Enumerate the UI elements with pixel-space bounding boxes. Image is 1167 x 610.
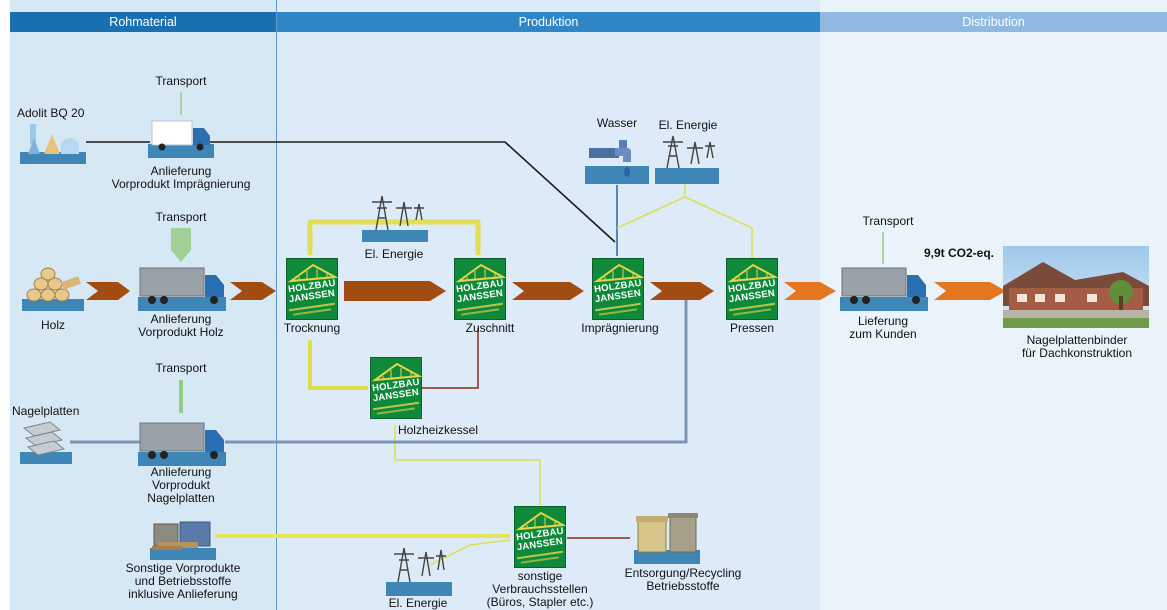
transport-dist-label: Transport [862,214,914,228]
wood-logs-icon [22,267,84,311]
verbrauch-label-1: sonstige [517,569,563,583]
transport-holz-label: Transport [155,210,207,224]
nagelplatten-line [70,292,688,444]
transport-top-label: Transport [155,74,207,88]
anlieferung-nagel-label-1: Anlieferung [150,465,212,479]
power-pylon-bottom-icon [386,547,452,596]
flow-arrow-pressen [784,282,836,300]
sonstige-label-3: inklusive Anlieferung [128,587,238,601]
flow-arrow-lieferung [934,282,1006,300]
transport-funnel-holz [171,228,191,262]
anlieferung-holz-label-2: Vorprodukt Holz [138,325,224,339]
lieferung-label-2: zum Kunden [849,327,917,341]
anlieferung-impr-label-2: Vorprodukt Imprägnierung [111,177,251,191]
energie-right-label: El. Energie [658,118,718,132]
nagelplatten-label: Nagelplatten [12,404,80,418]
anlieferung-impr-label-1: Anlieferung [150,164,212,178]
adolit-label: Adolit BQ 20 [17,106,85,120]
impraegnierung-label: Imprägnierung [581,321,659,335]
water-tap-icon [585,140,649,184]
power-pylon-icon [362,195,428,242]
anlieferung-nagel-label-3: Nagelplatten [147,491,215,505]
lieferung-label-1: Lieferung [857,314,909,328]
produktion-header: Produktion [277,12,820,32]
energie-top-label: El. Energie [364,247,424,261]
flow-arrow-zuschnitt [512,282,584,300]
rohmaterial-header: Rohmaterial [10,12,276,32]
truck-holz-icon [138,267,226,311]
verbrauch-label-2: Verbrauchsstellen [492,582,588,596]
flow-arrow-trocknung [344,281,446,301]
anlieferung-nagel-label-2: Vorprodukt [151,478,211,492]
impregnation-supply-line [86,141,616,243]
power-pylon-right-icon [655,135,719,184]
wasser-label: Wasser [596,116,638,130]
nail-plates-icon [20,421,72,464]
transport-nagel-label: Transport [155,361,207,375]
heat-line-trocknung [308,340,368,390]
heat-line-verbrauch [394,425,541,505]
sonstige-label-1: Sonstige Vorprodukte [125,561,241,575]
product-label-2: für Dachkonstruktion [1021,346,1133,360]
energy-line-right [616,183,753,258]
entsorgung-label-2: Betriebsstoffe [646,579,720,593]
anlieferung-holz-label-1: Anlieferung [150,312,212,326]
verbrauch-label-3: (Büros, Stapler etc.) [486,595,594,609]
product-label-1: Nagelplattenbinder [1026,333,1128,347]
factory-icon [20,124,86,164]
pallets-icon [150,521,216,560]
holzheizkessel-label: Holzheizkessel [397,423,479,437]
pressen-label: Pressen [729,321,775,335]
waste-bins-icon [634,513,700,564]
building-photo-icon [1003,246,1149,328]
trocknung-label: Trocknung [283,321,341,335]
truck-nagel-icon [138,422,226,466]
energie-bottom-label: El. Energie [388,596,448,610]
holz-label: Holz [40,318,65,332]
distribution-header: Distribution [820,12,1167,32]
co2-value: 9,9t CO2-eq. [923,246,995,260]
flow-arrow-impraegnierung [650,282,714,300]
energy-loop [307,219,481,255]
flow-arrow-holz-1 [86,282,130,300]
entsorgung-label-1: Entsorgung/Recycling [624,566,742,580]
zuschnitt-label: Zuschnitt [465,321,515,335]
sonstige-label-2: und Betriebsstoffe [134,574,232,588]
flow-arrow-holz-2 [230,282,276,300]
truck-icon [148,120,214,158]
energy-line-bottom [429,539,511,566]
wood-return-line [422,328,479,389]
truck-dist-icon [840,267,928,311]
